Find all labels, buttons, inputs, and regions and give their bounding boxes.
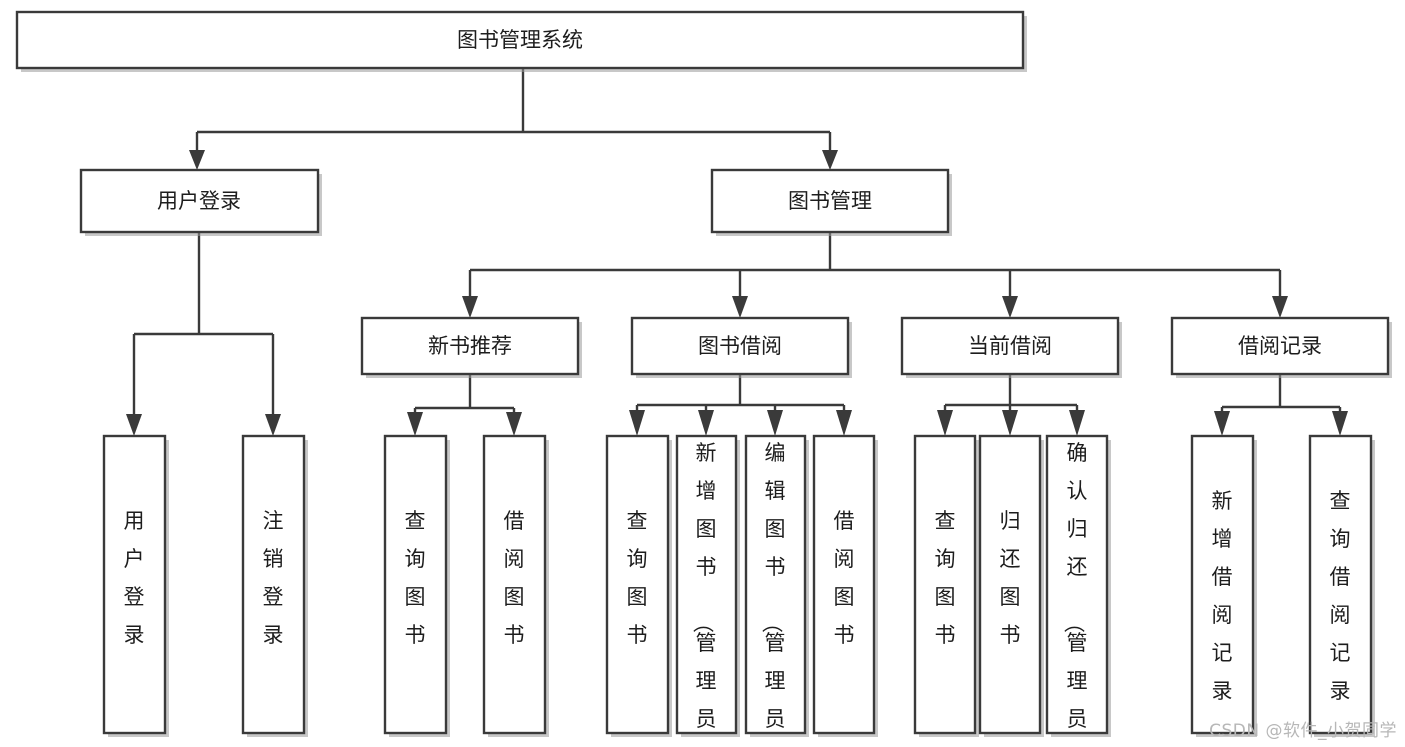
node-label-book-borrow: 图书借阅	[698, 334, 782, 358]
leaf-add-book-admin[interactable]: 新增图书（管理员）	[675, 434, 740, 747]
arrowhead-leaf-query-book-3	[937, 410, 953, 436]
leaf-label-add-book-admin: 新增图书（管理员）	[691, 441, 717, 747]
leaf-label-logout: 注销登录	[263, 509, 284, 647]
leaf-borrow-book-borrow[interactable]: 借阅图书	[812, 434, 878, 737]
leaf-return-book[interactable]: 归还图书	[978, 434, 1044, 737]
leaf-label-confirm-return-admin: 确认归还（管理员）	[1062, 441, 1088, 747]
leaf-user-login[interactable]: 用户登录	[102, 434, 169, 737]
node-root[interactable]: 图书管理系统	[15, 10, 1027, 72]
leaf-edit-book-admin[interactable]: 编辑图书（管理员）	[744, 434, 809, 747]
node-current-borrow[interactable]: 当前借阅	[900, 316, 1122, 378]
node-label-current-borrow: 当前借阅	[968, 334, 1052, 358]
leaf-query-book-borrow[interactable]: 查询图书	[605, 434, 672, 737]
leaf-add-borrow-record[interactable]: 新增借阅记录	[1190, 434, 1257, 737]
arrowhead-to-book-management	[822, 150, 838, 170]
leaf-label-query-book-borrow: 查询图书	[627, 509, 648, 647]
arrowhead-leaf-user-login	[126, 414, 142, 436]
arrowhead-leaf-borrow-book-1	[506, 412, 522, 436]
node-label-user-login: 用户登录	[157, 189, 241, 213]
node-label-root: 图书管理系统	[457, 28, 583, 52]
node-book-management[interactable]: 图书管理	[710, 168, 952, 236]
node-label-book-management: 图书管理	[788, 189, 872, 213]
node-label-borrow-record: 借阅记录	[1238, 334, 1322, 358]
leaf-query-book-current[interactable]: 查询图书	[913, 434, 979, 737]
arrowhead-leaf-return-book	[1002, 410, 1018, 436]
arrowhead-leaf-add-book	[698, 410, 714, 436]
node-user-login[interactable]: 用户登录	[79, 168, 322, 236]
leaf-label-user-login: 用户登录	[124, 509, 145, 647]
arrowhead-to-borrow-record	[1272, 296, 1288, 318]
arrowhead-leaf-borrow-book-2	[836, 410, 852, 436]
arrowhead-to-new-book-recommend	[462, 296, 478, 318]
connector-layer	[126, 69, 1348, 436]
leaf-label-borrow-book-borrow: 借阅图书	[834, 509, 855, 647]
node-new-book-recommend[interactable]: 新书推荐	[360, 316, 582, 378]
leaf-label-borrow-book-recommend: 借阅图书	[504, 509, 525, 647]
leaf-query-book-recommend[interactable]: 查询图书	[383, 434, 450, 737]
leaf-label-return-book: 归还图书	[1000, 509, 1021, 647]
leaf-borrow-book-recommend[interactable]: 借阅图书	[482, 434, 549, 737]
node-layer: 图书管理系统 用户登录 图书管理 新书推荐	[15, 10, 1392, 747]
arrowhead-leaf-logout	[265, 414, 281, 436]
arrowhead-leaf-confirm-return	[1069, 410, 1085, 436]
leaf-label-query-book-recommend: 查询图书	[405, 509, 426, 647]
arrowhead-to-user-login	[189, 150, 205, 170]
arrowhead-to-current-borrow	[1002, 296, 1018, 318]
node-label-new-book-recommend: 新书推荐	[428, 334, 512, 358]
node-book-borrow[interactable]: 图书借阅	[630, 316, 852, 378]
arrowhead-leaf-query-book-1	[407, 412, 423, 436]
leaf-label-query-borrow-record: 查询借阅记录	[1330, 489, 1351, 703]
arrowhead-to-book-borrow	[732, 296, 748, 318]
leaf-query-borrow-record[interactable]: 查询借阅记录	[1308, 434, 1375, 737]
leaf-label-add-borrow-record: 新增借阅记录	[1212, 489, 1233, 703]
arrowhead-leaf-edit-book	[767, 410, 783, 436]
arrowhead-leaf-query-book-2	[629, 410, 645, 436]
leaf-logout[interactable]: 注销登录	[241, 434, 308, 737]
arrowhead-leaf-add-record	[1214, 411, 1230, 436]
leaf-label-query-book-current: 查询图书	[935, 509, 956, 647]
node-borrow-record[interactable]: 借阅记录	[1170, 316, 1392, 378]
leaf-confirm-return-admin[interactable]: 确认归还（管理员）	[1045, 434, 1111, 747]
leaf-label-edit-book-admin: 编辑图书（管理员）	[760, 441, 786, 747]
arrowhead-leaf-query-record	[1332, 411, 1348, 436]
